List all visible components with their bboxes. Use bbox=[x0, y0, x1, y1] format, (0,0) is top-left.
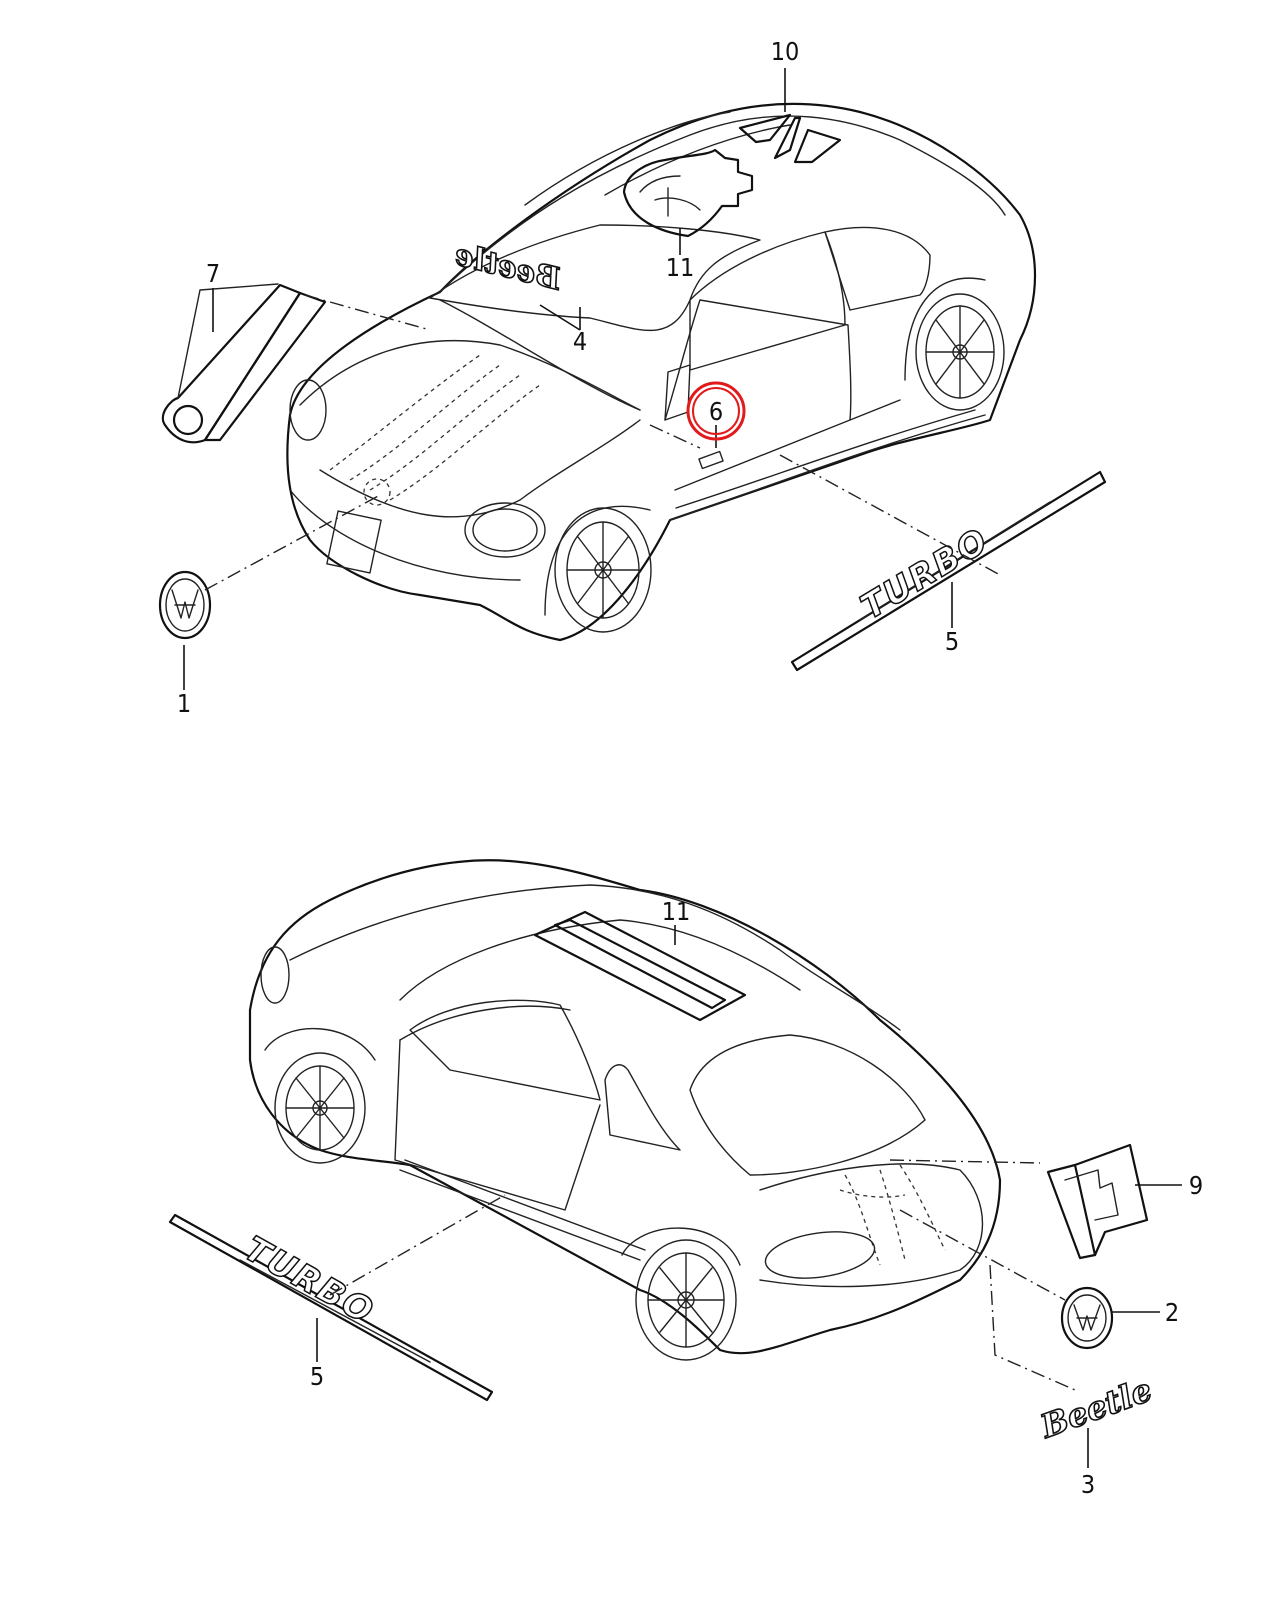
front-vw-emblem-part-1 bbox=[158, 570, 212, 640]
callout-11-top[interactable]: 11 bbox=[666, 253, 695, 282]
turbo-lettering-bottom: TURBO bbox=[238, 1229, 381, 1333]
hood-stripe-part-7 bbox=[161, 283, 327, 444]
callout-7[interactable]: 7 bbox=[206, 259, 220, 288]
callout-3[interactable]: 3 bbox=[1081, 1470, 1095, 1499]
rear-vw-emblem-part-2 bbox=[1060, 1286, 1114, 1350]
beetle-rear-lettering-part-3: Beetle bbox=[1035, 1370, 1157, 1445]
callout-6[interactable]: 6 bbox=[709, 397, 723, 426]
callout-1[interactable]: 1 bbox=[177, 689, 191, 718]
turbo-lettering-top: TURBO bbox=[854, 520, 996, 627]
callout-6-highlight bbox=[686, 381, 746, 441]
callout-5-bottom[interactable]: 5 bbox=[310, 1362, 324, 1391]
callout-11-bottom[interactable]: 11 bbox=[662, 897, 691, 926]
rear-badge-part-9 bbox=[1046, 1143, 1149, 1260]
callout-leaders bbox=[183, 68, 1182, 1468]
turbo-side-strip-part-5-bottom: TURBO bbox=[168, 1213, 494, 1402]
car-rear-view bbox=[248, 859, 1002, 1361]
callout-numbers: 10 11 7 4 6 5 1 11 9 2 5 3 bbox=[177, 37, 1203, 1499]
callout-9[interactable]: 9 bbox=[1189, 1171, 1203, 1200]
callout-10[interactable]: 10 bbox=[771, 37, 800, 66]
callout-5-top[interactable]: 5 bbox=[945, 627, 959, 656]
callout-4[interactable]: 4 bbox=[573, 327, 587, 356]
callout-2[interactable]: 2 bbox=[1165, 1298, 1179, 1327]
beetle-windshield-lettering: Beetle bbox=[451, 237, 565, 297]
